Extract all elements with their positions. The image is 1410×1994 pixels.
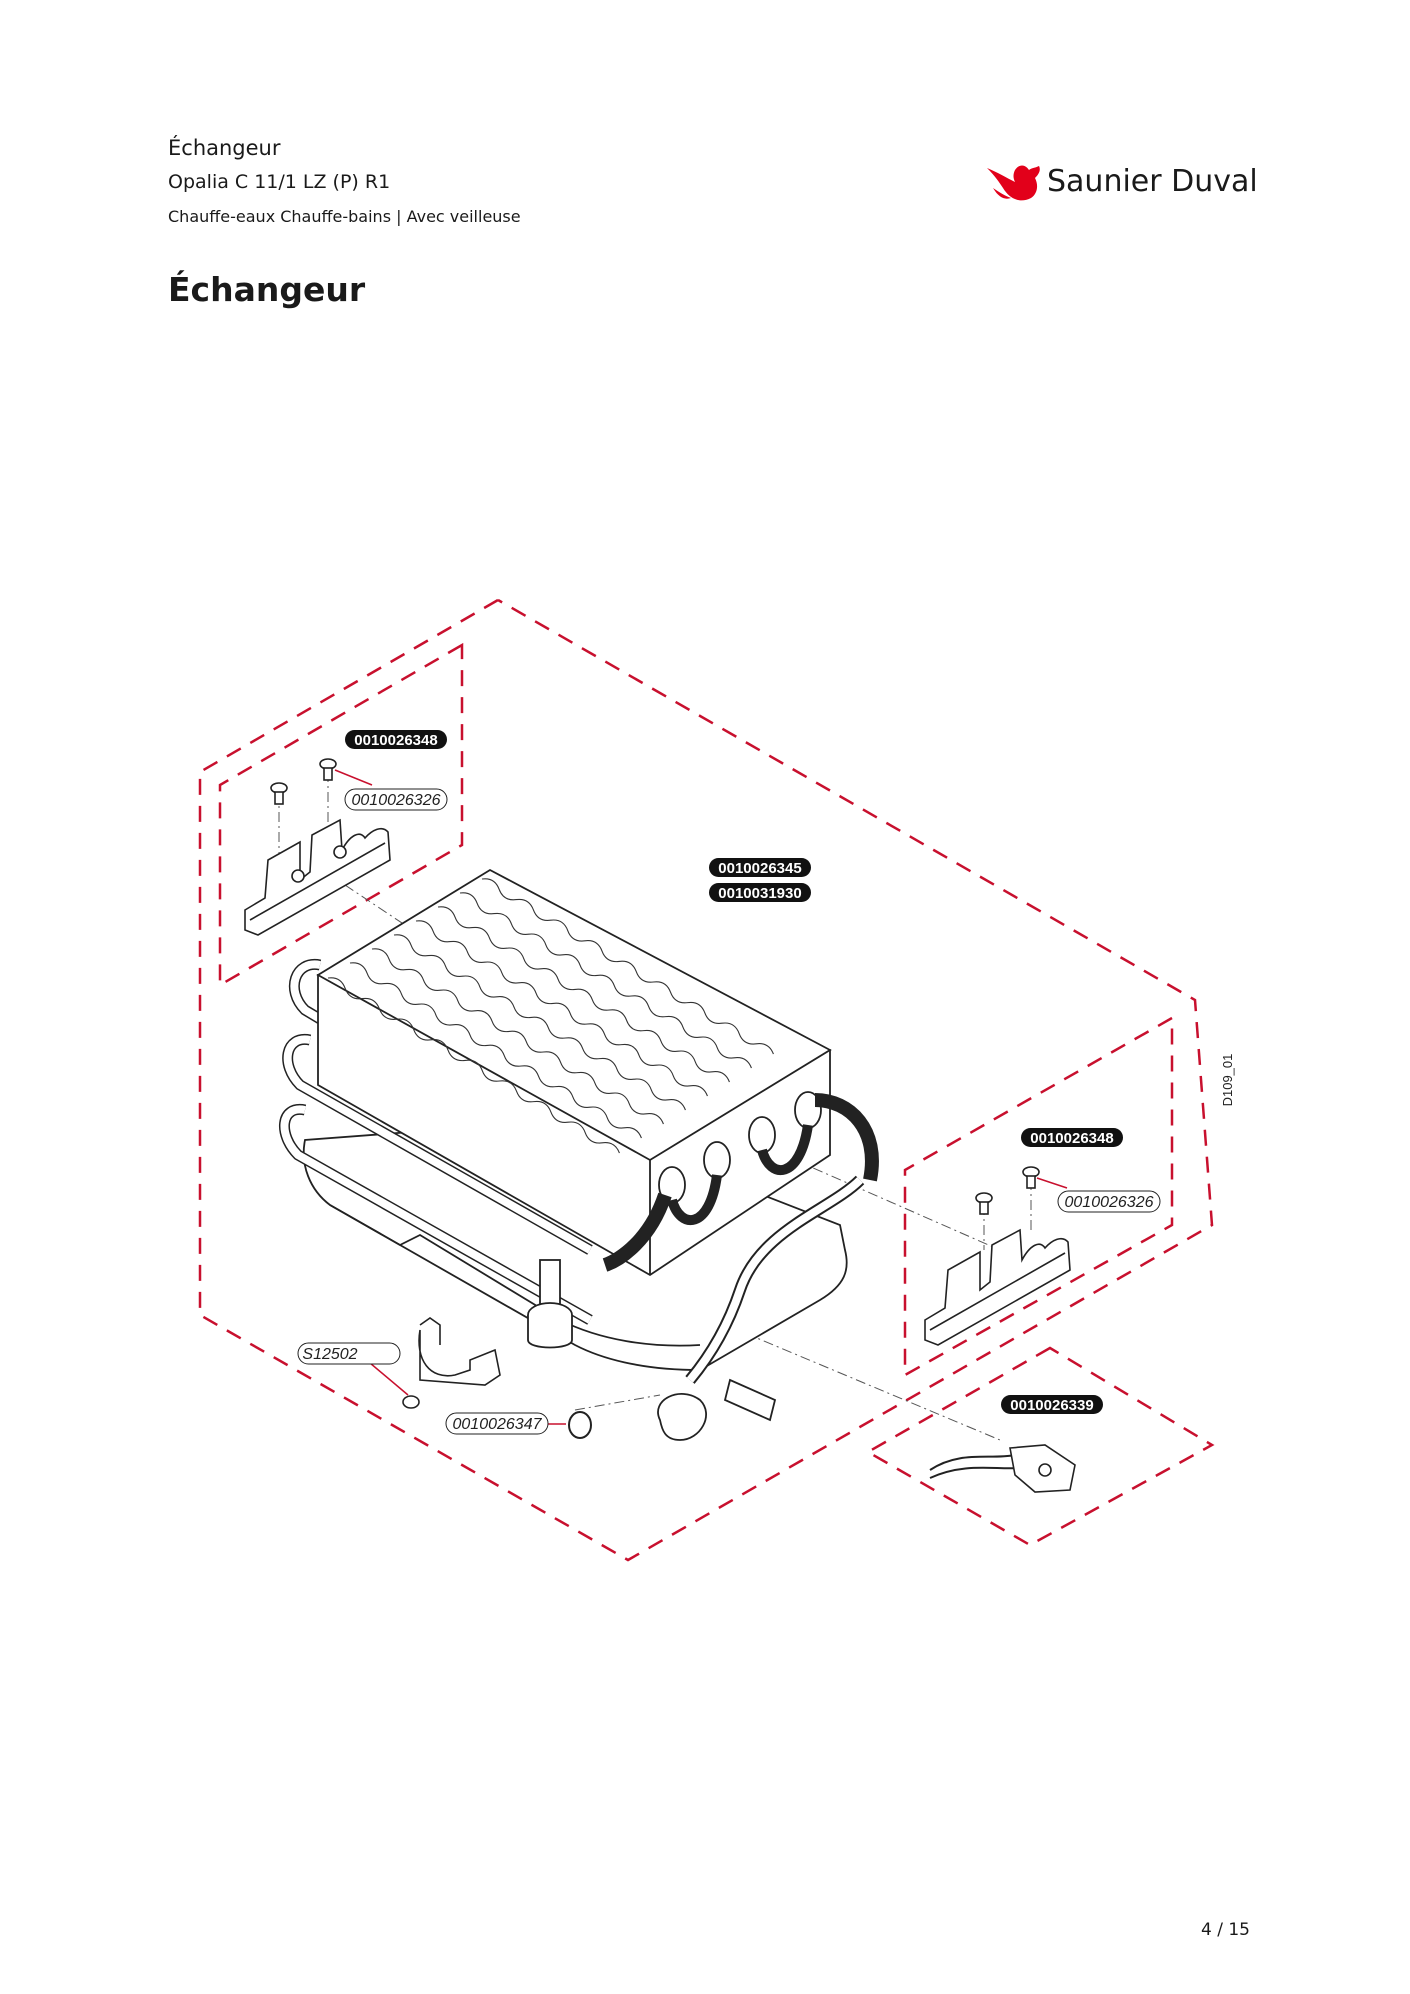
header-section: Échangeur: [168, 136, 281, 160]
outline-left-bracket: [218, 642, 464, 988]
label-bracket-left: 0010026348: [345, 730, 447, 749]
left-screw-1: [270, 782, 288, 805]
left-screw-2: [319, 758, 337, 781]
left-bracket: [244, 758, 391, 936]
brand-logo: Saunier Duval: [985, 158, 1258, 208]
header-model: Opalia C 11/1 LZ (P) R1: [168, 171, 391, 193]
svg-text:0010026326: 0010026326: [1065, 1194, 1154, 1211]
label-sensor: 0010026339: [1001, 1395, 1103, 1414]
sensor-part: [929, 1444, 1076, 1493]
assembly-outlines: [198, 598, 1215, 1562]
label-heat-exchanger-b: 0010031930: [709, 883, 811, 902]
exchanger-fins: [327, 878, 774, 1154]
clip-part: [402, 1317, 501, 1409]
heat-exchanger: [279, 868, 879, 1441]
svg-text:0010031930: 0010031930: [718, 885, 801, 902]
right-bracket: [924, 1166, 1071, 1346]
outline-main: [198, 598, 1214, 1562]
svg-text:0010026326: 0010026326: [352, 792, 441, 809]
outline-right-bracket: [903, 1015, 1174, 1378]
label-screw-left: 0010026326: [344, 788, 448, 811]
svg-text:0010026348: 0010026348: [354, 732, 437, 749]
header-category: Chauffe-eaux Chauffe-bains | Avec veille…: [168, 207, 521, 226]
label-clip: S12502: [297, 1342, 401, 1365]
label-bracket-right: 0010026348: [1021, 1128, 1123, 1147]
page-number: 4 / 15: [1201, 1920, 1250, 1940]
svg-text:0010026339: 0010026339: [1010, 1397, 1093, 1414]
pipe-bends: [602, 1091, 879, 1272]
brand-name: Saunier Duval: [1047, 164, 1258, 199]
svg-text:0010026348: 0010026348: [1030, 1130, 1113, 1147]
label-heat-exchanger-a: 0010026345: [709, 858, 811, 877]
svg-text:0010026347: 0010026347: [453, 1416, 543, 1433]
seal-ring: [568, 1411, 592, 1439]
page-title: Échangeur: [168, 270, 366, 309]
svg-text:0010026345: 0010026345: [718, 860, 801, 877]
diagram-code: D109_01: [1220, 1054, 1235, 1107]
label-screw-right: 0010026326: [1057, 1190, 1161, 1213]
bird-icon: [987, 165, 1040, 201]
svg-text:S12502: S12502: [302, 1346, 357, 1363]
right-screw-1: [975, 1192, 993, 1215]
right-screw-2: [1022, 1166, 1040, 1189]
outline-sensor: [865, 1346, 1215, 1547]
label-seal: 0010026347: [445, 1412, 549, 1435]
leader-lines: [334, 769, 1068, 1425]
